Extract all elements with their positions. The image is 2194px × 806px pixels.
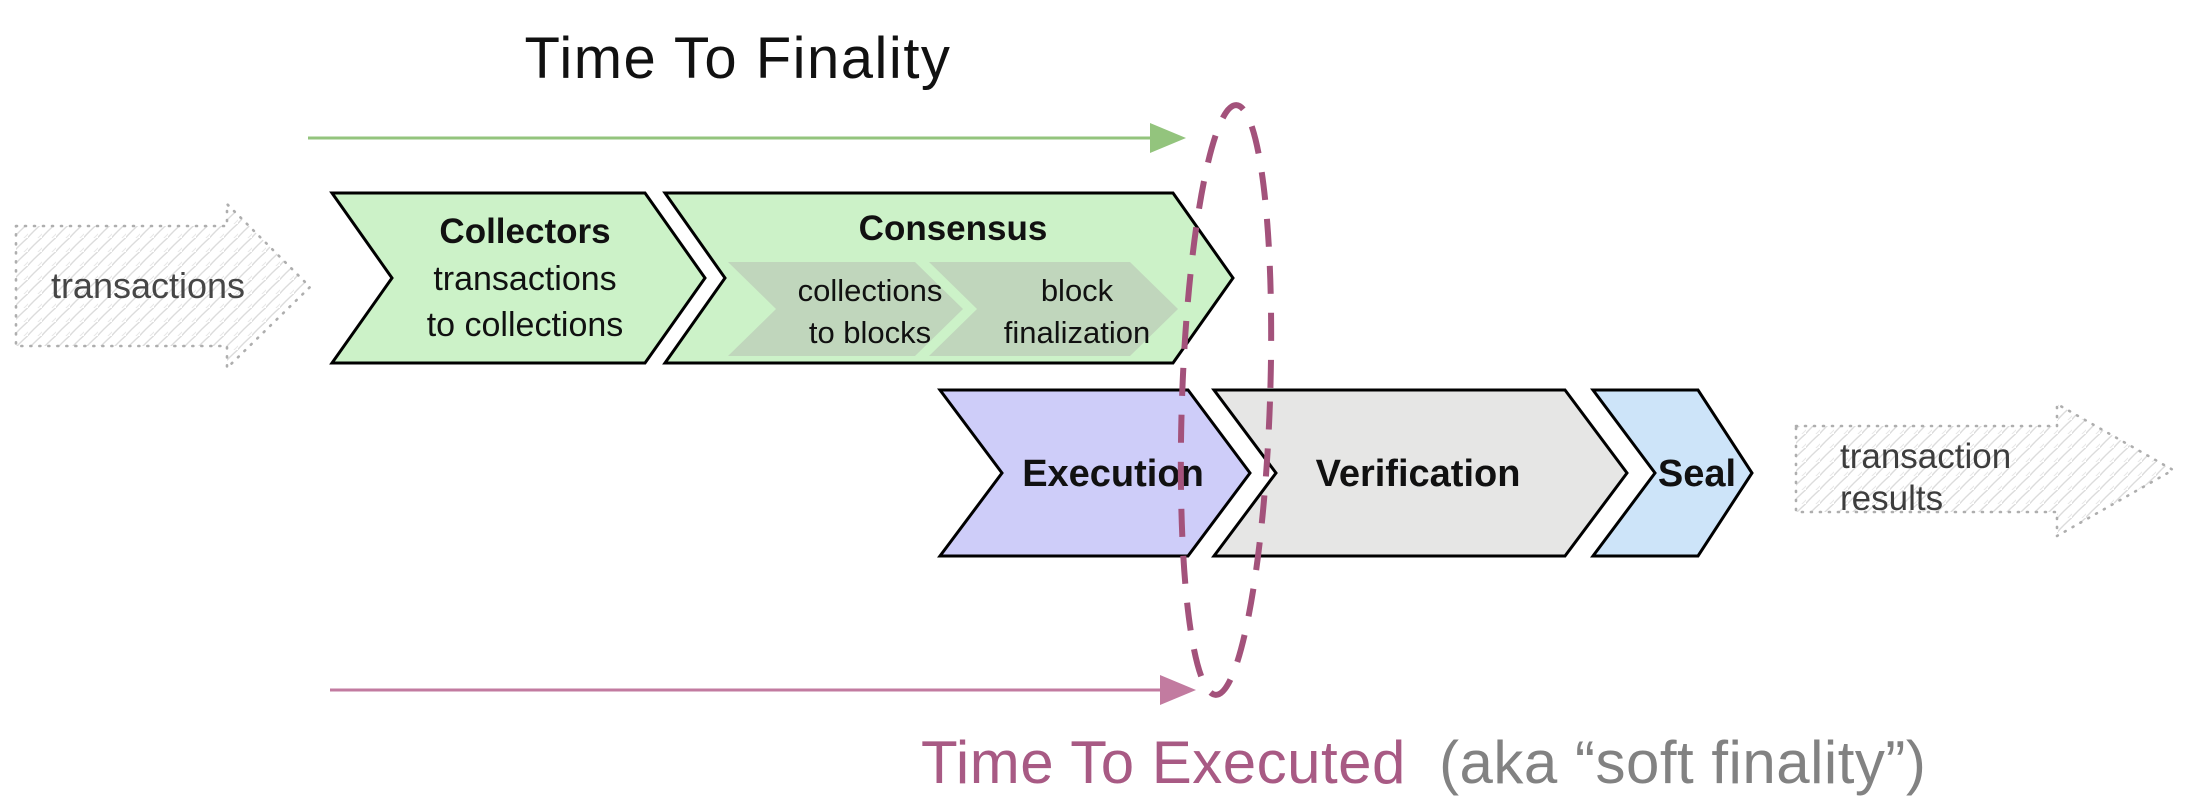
substage-collections-to-blocks: collections to blocks: [728, 262, 963, 356]
time-to-executed-arrow: [330, 675, 1196, 705]
stage-verification-title: Verification: [1316, 453, 1521, 495]
stage-collectors-subtitle-line2: to collections: [427, 306, 624, 344]
substage-block-finalization-shape: [929, 262, 1178, 356]
transactions-input-arrow: transactions: [14, 202, 312, 370]
substage-collections-to-blocks-line1: collections: [798, 273, 943, 308]
stage-execution-shape: [937, 388, 1252, 558]
stage-verification: Verification: [1211, 388, 1629, 558]
time-to-executed-caption-note: (aka “soft finality”): [1439, 729, 1926, 796]
stage-verification-shape: [1211, 388, 1629, 558]
transaction-results-label-line2: results: [1840, 479, 1943, 518]
stage-collectors-title: Collectors: [439, 212, 610, 251]
transactions-input-arrow-shape: [14, 202, 312, 370]
time-to-finality-title: Time To Finality: [525, 26, 952, 91]
stage-seal-shape: [1590, 388, 1754, 558]
time-to-executed-caption-main: Time To Executed: [921, 729, 1406, 796]
substage-block-finalization-line2: finalization: [1004, 315, 1150, 350]
time-to-executed-arrowhead-icon: [1160, 675, 1196, 705]
transaction-results-label-line1: transaction: [1840, 437, 2011, 476]
time-to-executed-caption: Time To Executed (aka “soft finality”): [921, 729, 1926, 796]
transaction-results-arrow-shape: [1794, 402, 2175, 538]
time-to-finality-arrow: [308, 123, 1186, 153]
transaction-results-arrow: transaction results: [1794, 402, 2175, 538]
stage-execution: Execution: [937, 388, 1252, 558]
stage-consensus: Consensus collections to blocks block fi…: [662, 191, 1235, 365]
stage-collectors-shape: [329, 191, 707, 365]
stage-consensus-title: Consensus: [859, 209, 1048, 248]
stage-execution-title: Execution: [1022, 453, 1204, 495]
substage-collections-to-blocks-shape: [728, 262, 963, 356]
stage-seal-title: Seal: [1658, 453, 1736, 495]
stage-seal: Seal: [1590, 388, 1754, 558]
transactions-input-arrow-label: transactions: [51, 265, 245, 306]
executed-boundary-ellipse: [1177, 102, 1275, 698]
substage-block-finalization: block finalization: [929, 262, 1178, 356]
stage-collectors: Collectors transactions to collections: [329, 191, 707, 365]
substage-block-finalization-line1: block: [1041, 273, 1114, 308]
stage-collectors-subtitle-line1: transactions: [433, 260, 616, 298]
substage-collections-to-blocks-line2: to blocks: [809, 315, 931, 350]
time-to-finality-arrowhead-icon: [1150, 123, 1186, 153]
